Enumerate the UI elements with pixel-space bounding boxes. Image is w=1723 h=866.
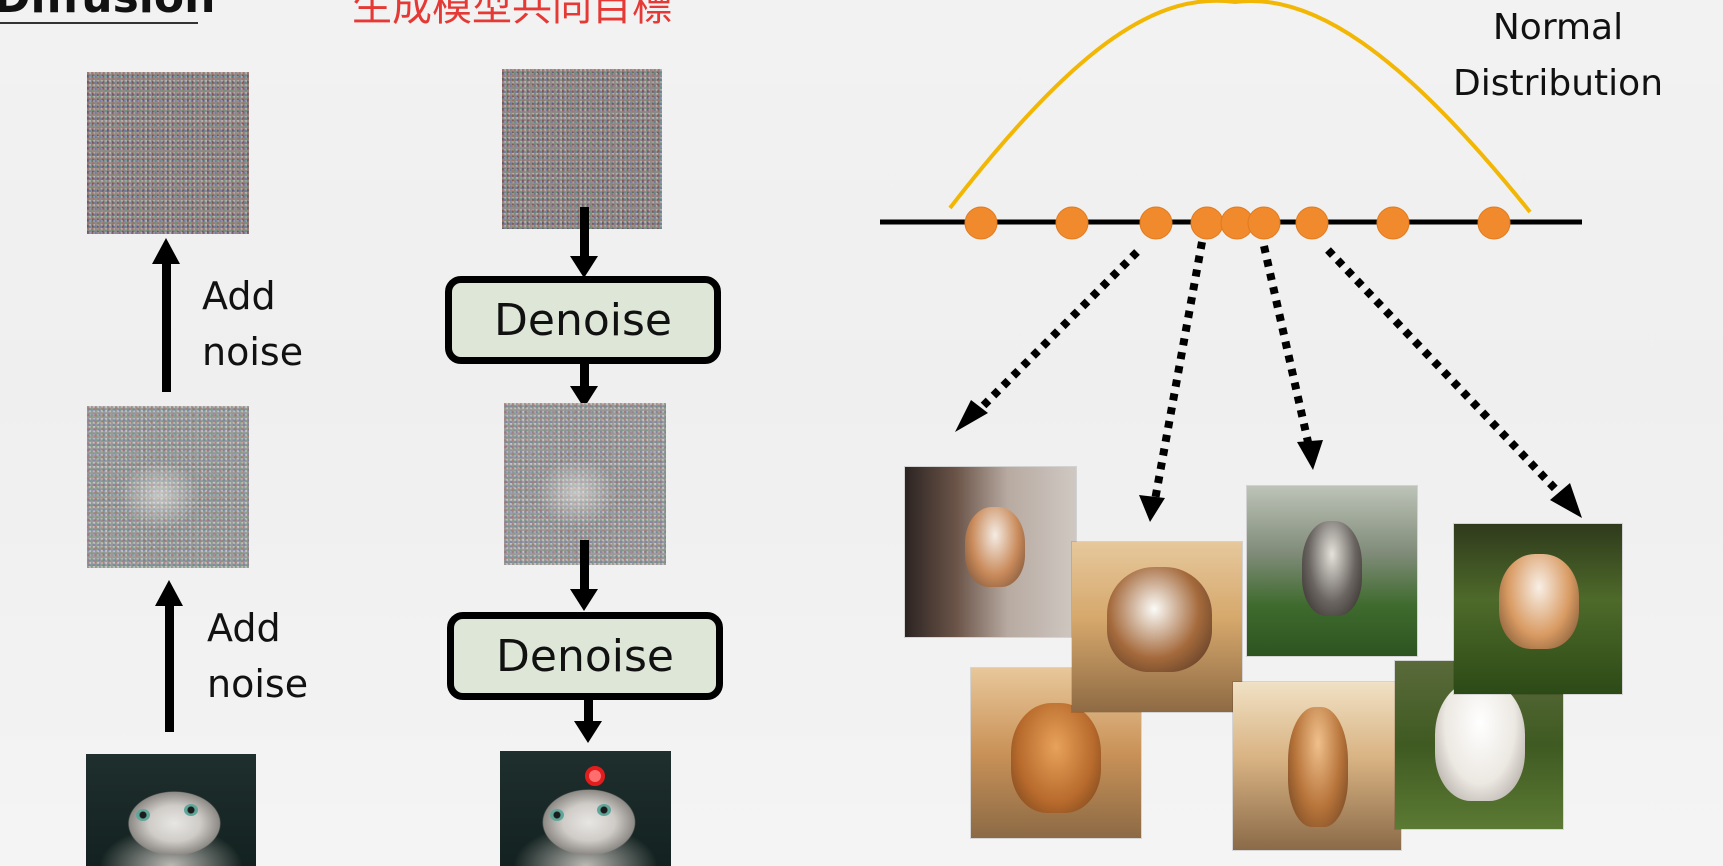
denoise-block-bottom: Denoise [447,612,723,700]
denoise-arrow-1-head [570,256,598,278]
normal-distribution-label: Normal Distribution [1430,0,1686,112]
cat-eye-right [597,804,611,816]
denoise-arrow-2-head [570,386,598,408]
generated-dog-image-7 [1454,524,1622,694]
denoise-arrow-4-head [574,721,602,743]
denoise-arrow-4-shaft [584,700,593,724]
denoise-label-top: Denoise [494,294,672,346]
sample-point [1247,206,1281,240]
add-noise-arrow-bottom-head [155,580,183,606]
cat-eye-left [550,809,564,821]
dotted-arrow-4 [1325,247,1565,499]
dotted-arrow-1-head [955,400,988,432]
generated-cat-image [500,751,671,866]
distribution-label-line1: Normal [1492,7,1624,48]
cursor-marker [585,766,605,786]
add-noise-label-bottom: Add noise [207,600,327,712]
dog-figure [1302,521,1362,616]
sample-point [1477,206,1511,240]
denoise-block-top: Denoise [445,276,721,364]
add-noise-arrow-top-shaft [162,262,171,392]
add-noise-label-word: noise [202,330,304,374]
distribution-label-line2: Distribution [1452,63,1664,104]
sample-point [1055,206,1089,240]
dotted-arrow-4-head [1550,483,1582,518]
denoise-arrow-2-shaft [580,364,589,390]
normal-curve [948,0,1532,214]
cat-eye-left [136,809,150,821]
denoise-label-bottom: Denoise [496,630,674,682]
sample-point [1139,206,1173,240]
dotted-arrow-1 [972,249,1140,417]
input-noise-image [502,69,662,229]
dog-figure [1011,703,1101,813]
add-noise-label-word: Add [207,606,281,650]
denoise-arrow-1-shaft [580,207,589,259]
dog-figure [1107,567,1212,672]
title-underline [0,22,198,24]
generated-dog-image-5 [1233,682,1401,850]
pure-noise-image [87,72,249,234]
sample-point [1376,206,1410,240]
sample-point [1295,206,1329,240]
dog-figure [1288,707,1348,827]
add-noise-label-top: Add noise [202,268,322,380]
cat-eye-right [184,804,198,816]
generated-dog-image-3 [1072,542,1242,712]
denoise-arrow-3-shaft [580,540,589,592]
dotted-arrow-3 [1260,245,1312,443]
add-noise-arrow-top-head [152,238,180,264]
add-noise-label-word: noise [207,662,309,706]
clean-cat-image [86,754,256,866]
sample-point [1190,206,1224,240]
dog-figure [1435,681,1525,801]
dotted-arrow-2 [1151,241,1206,501]
slide-title: Diffusion [0,0,215,23]
slide-subtitle: 生成模型共同目標 [352,0,672,30]
dotted-arrow-2-head [1139,495,1165,522]
denoise-arrow-3-head [570,589,598,611]
generated-dog-image-1 [905,467,1076,637]
generated-dog-image-4 [1247,486,1417,656]
partially-noised-cat-image [87,406,249,568]
dog-figure [1499,554,1579,649]
add-noise-label-word: Add [202,274,276,318]
add-noise-arrow-bottom-shaft [165,604,174,732]
sample-point [964,206,998,240]
denoised-intermediate-image [504,403,666,565]
dog-figure [965,507,1025,587]
dotted-arrow-3-head [1297,440,1323,470]
sample-points [964,206,1511,240]
